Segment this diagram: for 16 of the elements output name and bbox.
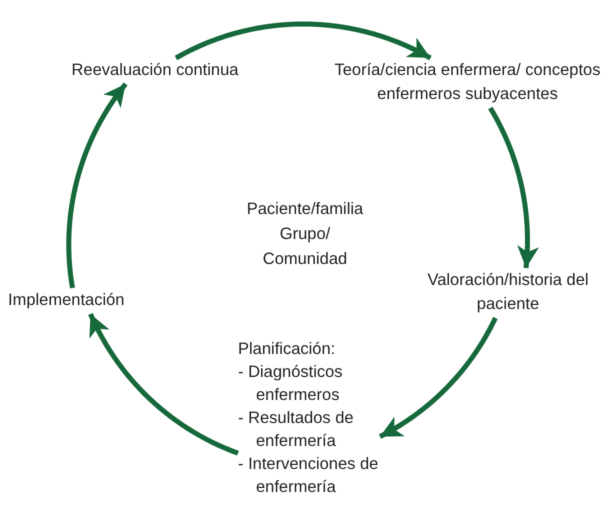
cycle-arrow (88, 312, 239, 456)
center-label: Paciente/familia (246, 199, 364, 220)
cycle-arrow (488, 106, 540, 268)
cycle-step-label: Valoración/historia del paciente (418, 268, 598, 316)
list-item: - Intervenciones de enfermería (238, 454, 380, 498)
list-item: - Diagnósticos enfermeros (238, 362, 344, 406)
center-label: Grupo/ (280, 224, 330, 245)
cycle-step-label: Reevaluación continua (50, 58, 260, 82)
cycle-arrow (174, 22, 432, 60)
cycle-step-label: Implementación (8, 288, 158, 312)
list-item: - Resultados de enfermería (238, 408, 355, 452)
cycle-step-label: Teoría/ciencia enfermera/ conceptos enfermeros subyacentes (325, 58, 610, 106)
section-heading: Planificación: (238, 339, 336, 360)
cycle-arrow (66, 82, 128, 288)
cycle-arrow (378, 316, 498, 439)
center-label: Comunidad (262, 249, 348, 270)
